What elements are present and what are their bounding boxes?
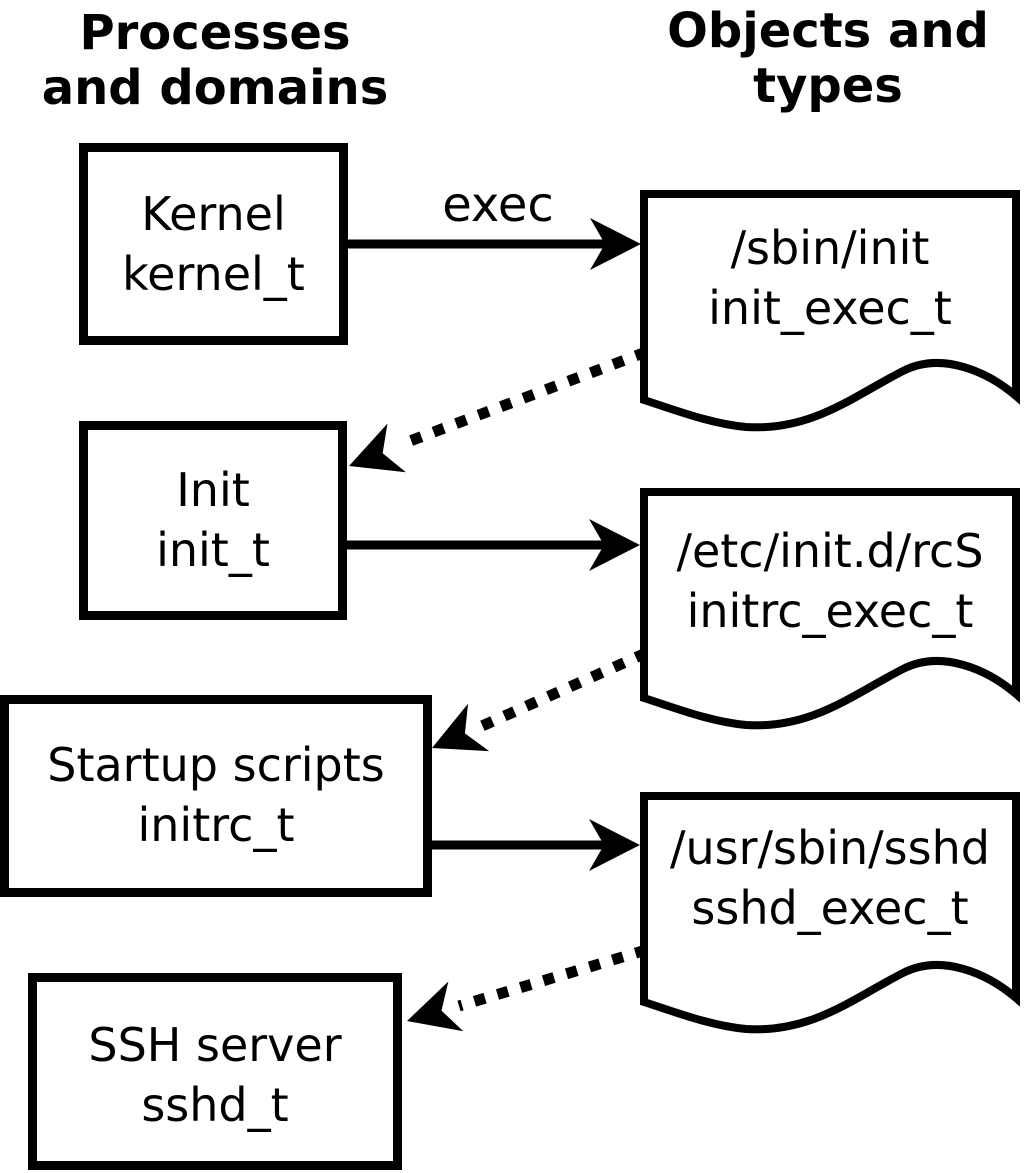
object-path: /sbin/init xyxy=(730,221,930,275)
process-name: Kernel xyxy=(141,187,286,241)
column-title-objects: Objects and types xyxy=(628,4,1024,114)
object-path: /etc/init.d/rcS xyxy=(676,524,984,578)
process-box-ssh-server xyxy=(28,973,402,1170)
object-type: initrc_exec_t xyxy=(686,584,974,638)
transition-arrow-sshd-to-ssh-server xyxy=(407,944,648,1032)
process-box-init xyxy=(79,421,347,620)
process-label-startup-scripts: Startup scripts initrc_t xyxy=(4,735,428,855)
process-box-kernel xyxy=(79,143,348,345)
process-label-init: Init init_t xyxy=(79,460,347,580)
process-box-startup-scripts xyxy=(0,695,432,897)
exec-arrow-init-to-rcs xyxy=(343,519,640,571)
exec-arrow-label: exec xyxy=(442,177,554,233)
object-label-usr-sbin-sshd: /usr/sbin/sshd sshd_exec_t xyxy=(644,818,1016,938)
exec-arrow-kernel-to-sbin-init xyxy=(344,218,641,270)
arrowhead xyxy=(432,703,490,752)
exec-arrow-startup-to-sshd xyxy=(428,819,640,871)
document-shape-etc-initd-rcs xyxy=(640,488,1020,730)
process-domain: sshd_t xyxy=(141,1078,289,1132)
column-title-processes-line1: Processes xyxy=(79,5,351,61)
document-shape-usr-sbin-sshd xyxy=(640,792,1020,1034)
column-title-processes-line2: and domains xyxy=(41,60,389,116)
arrowhead xyxy=(589,819,640,871)
arrowhead xyxy=(589,519,640,571)
process-domain: kernel_t xyxy=(122,247,305,301)
process-label-kernel: Kernel kernel_t xyxy=(79,184,348,304)
process-name: Init xyxy=(176,463,250,517)
object-label-sbin-init: /sbin/init init_exec_t xyxy=(644,218,1016,338)
process-label-ssh-server: SSH server sshd_t xyxy=(28,1015,402,1135)
arrowhead xyxy=(590,218,641,270)
column-title-objects-line2: types xyxy=(753,58,903,114)
object-label-etc-initd-rcs: /etc/init.d/rcS initrc_exec_t xyxy=(644,521,1016,641)
arrowhead xyxy=(407,981,464,1032)
process-name: SSH server xyxy=(88,1018,342,1072)
object-path: /usr/sbin/sshd xyxy=(670,821,990,875)
process-name: Startup scripts xyxy=(47,738,385,792)
object-type: init_exec_t xyxy=(708,281,952,335)
transition-arrow-sbin-init-to-init xyxy=(349,346,648,473)
process-domain: init_t xyxy=(156,523,270,577)
arrowhead xyxy=(349,423,406,473)
transition-arrow-rcs-to-startup xyxy=(432,647,649,752)
process-domain: initrc_t xyxy=(137,798,295,852)
document-shape-sbin-init xyxy=(640,190,1020,432)
object-type: sshd_exec_t xyxy=(691,881,969,935)
column-title-objects-line1: Objects and xyxy=(667,3,989,59)
column-title-processes: Processes and domains xyxy=(15,6,415,116)
